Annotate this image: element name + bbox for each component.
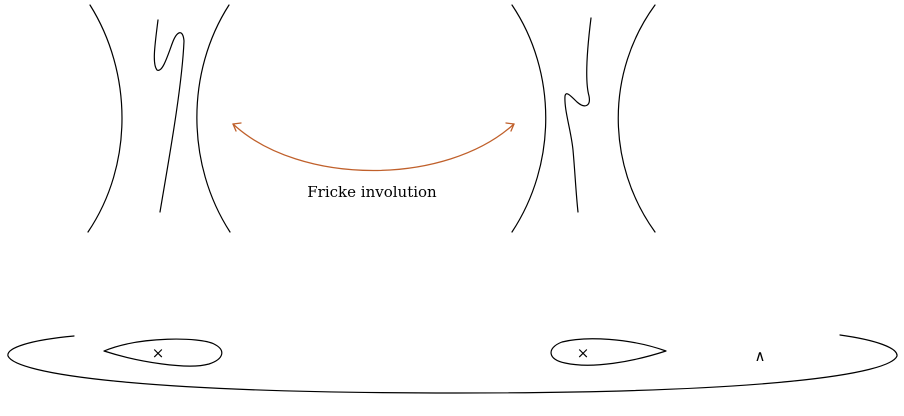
left-neck xyxy=(87,4,231,233)
right-neck xyxy=(511,4,656,233)
fricke-arrow-curve xyxy=(232,123,515,172)
left-neck-inner-strand xyxy=(153,19,185,213)
right-lobe xyxy=(550,338,667,366)
left-lobe xyxy=(103,338,223,367)
left-lobe-cross-mark: × xyxy=(152,344,165,362)
fricke-arrow-right-head xyxy=(505,122,515,132)
bottom-curve: × × ∧ xyxy=(7,334,898,394)
fricke-arrow xyxy=(232,122,515,172)
right-end-wedge-mark: ∧ xyxy=(755,347,766,365)
left-neck-outer-right-curve xyxy=(196,4,231,233)
right-neck-inner-strand xyxy=(564,17,592,213)
right-lobe-cross-mark: × xyxy=(577,344,590,362)
fricke-arrow-left-head xyxy=(232,122,242,132)
bottom-outer-loop-left xyxy=(7,334,898,394)
right-neck-outer-left-curve xyxy=(511,4,547,233)
left-neck-outer-left-curve xyxy=(87,4,123,233)
fricke-involution-label: Fricke involution xyxy=(307,183,437,201)
right-neck-outer-right-curve xyxy=(617,4,656,233)
